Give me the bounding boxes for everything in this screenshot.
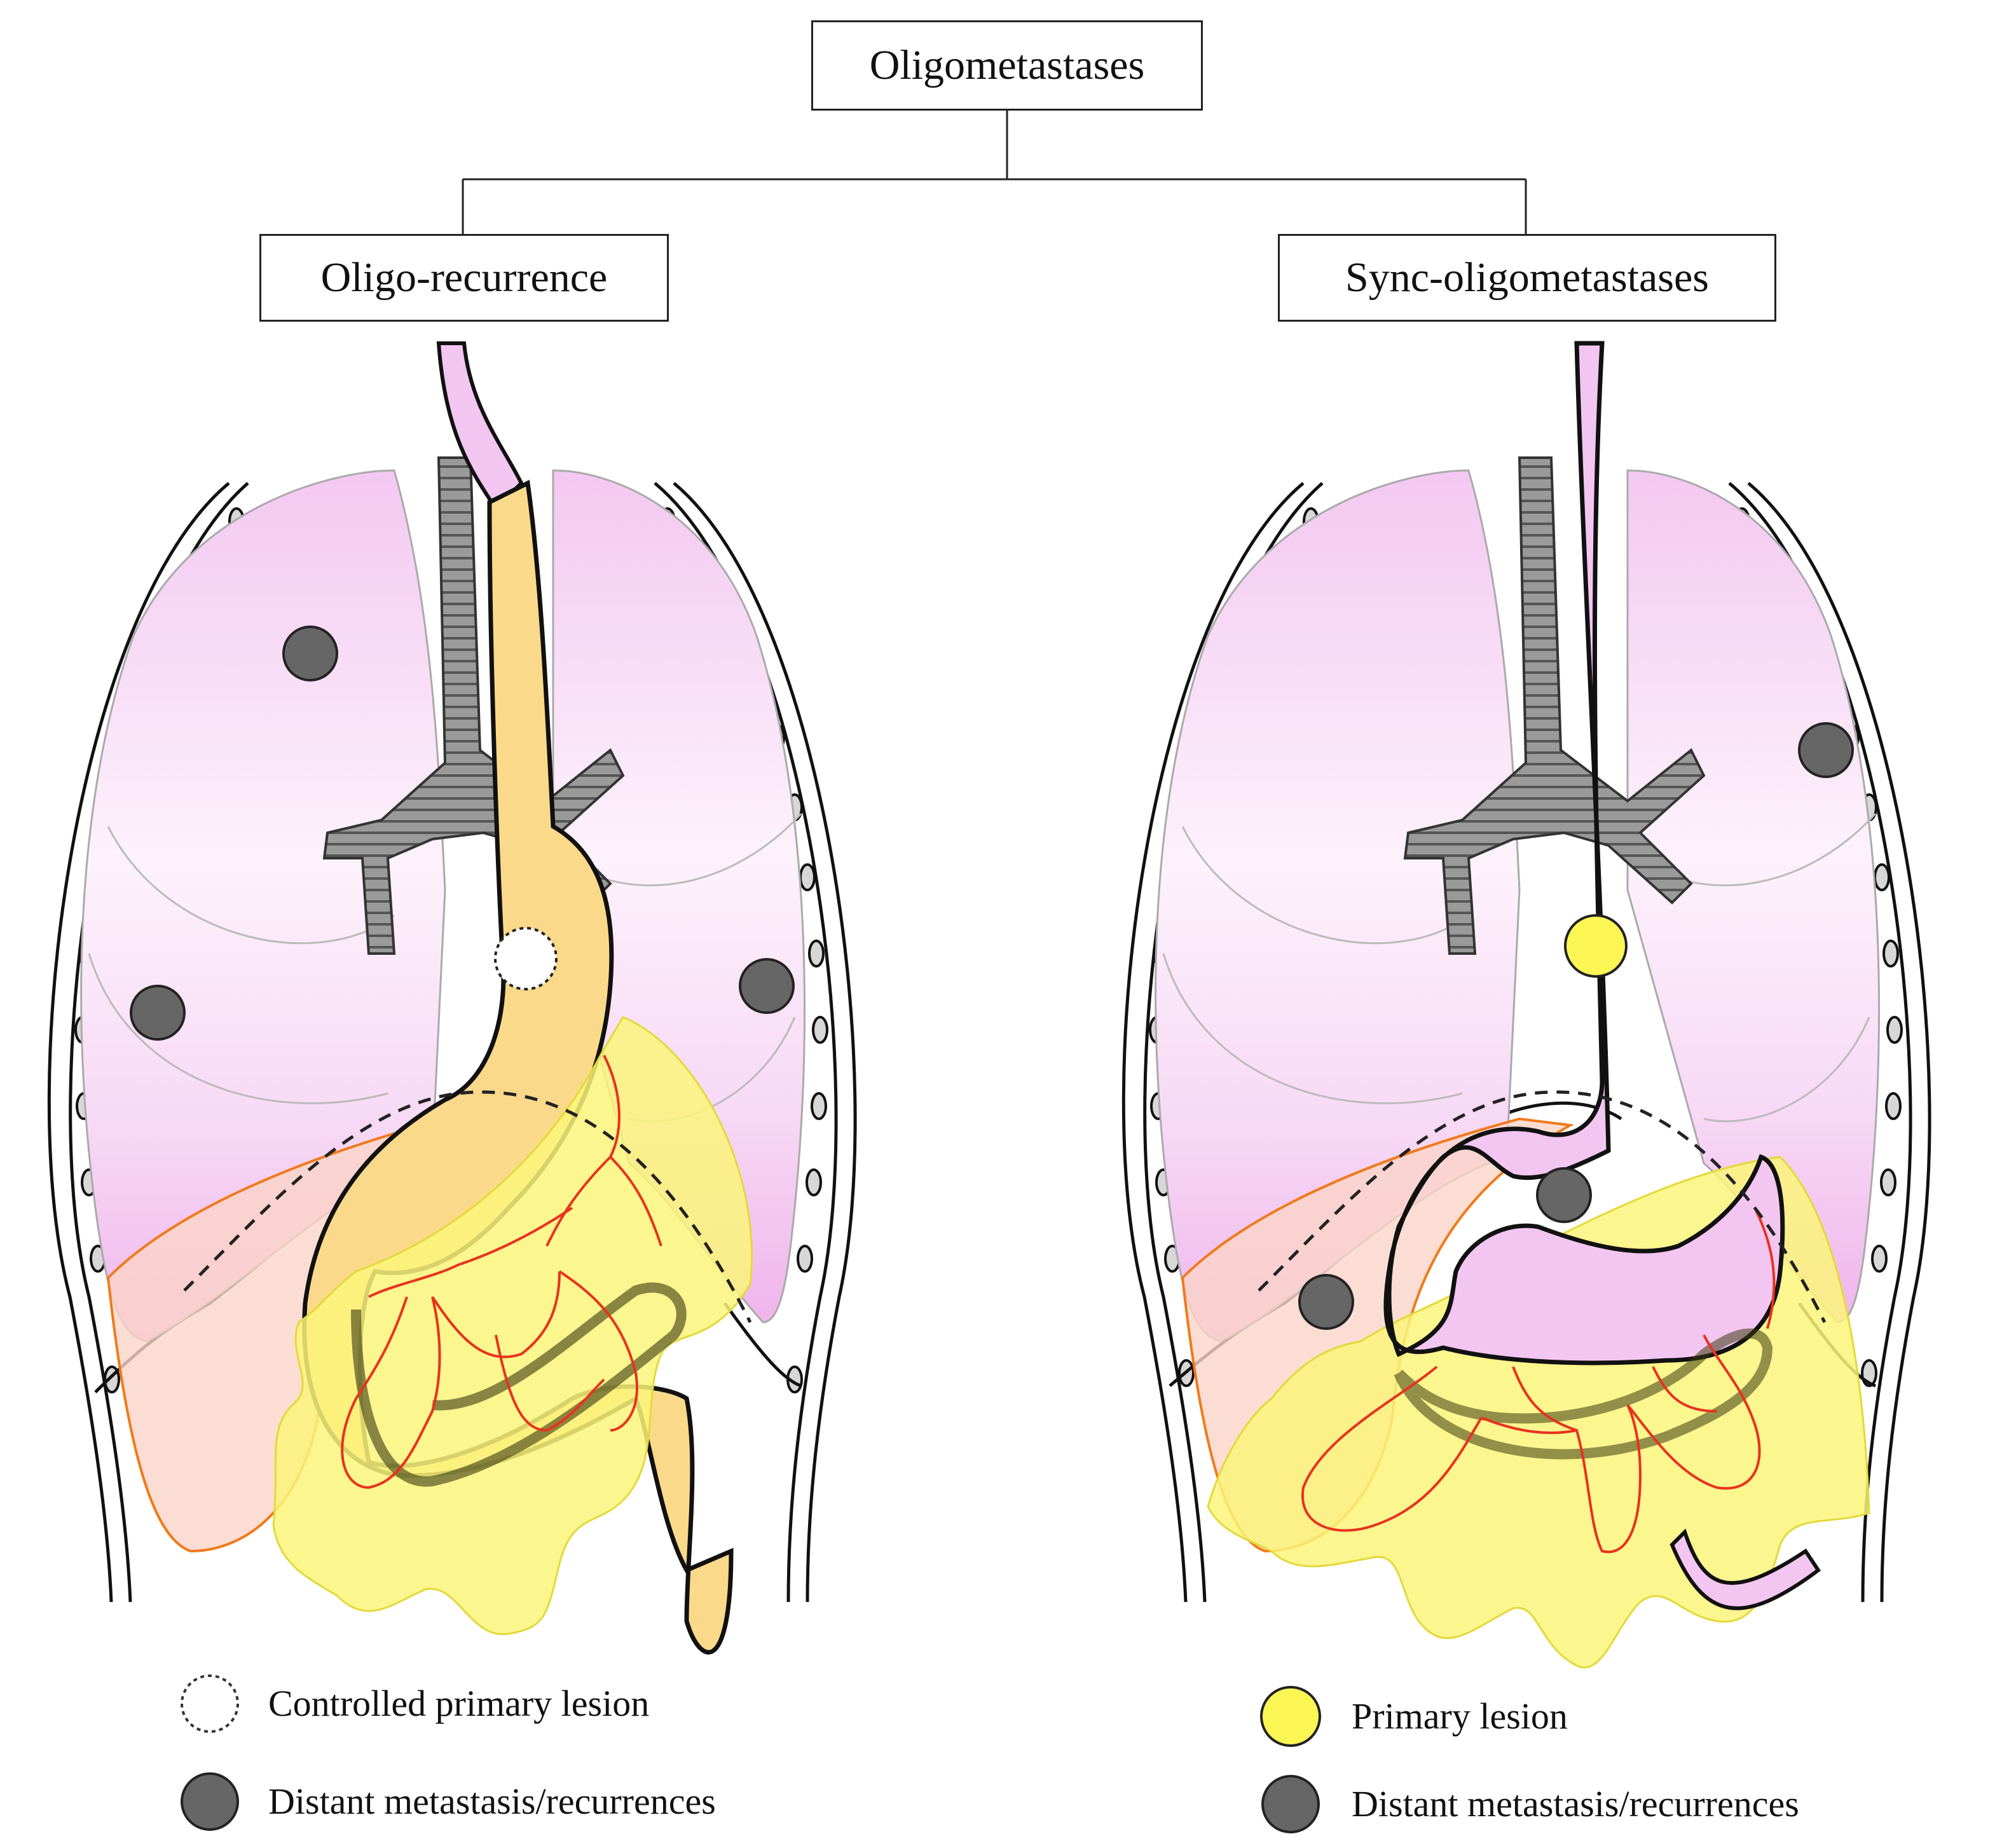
left-esophagus[interactable] <box>302 479 734 1655</box>
right-metastasis-lung[interactable] <box>1798 722 1854 778</box>
legend-primary-lesion-icon <box>1260 1686 1321 1747</box>
right-panel <box>1121 341 1931 1669</box>
legend-primary-lesion-label: Primary lesion <box>1352 1695 1568 1737</box>
tree-root-label: Oligometastases <box>869 42 1145 88</box>
tree-right-label: Sync-oligometastases <box>1345 254 1709 301</box>
primary-lesion-marker[interactable] <box>1564 914 1628 978</box>
right-metastasis-center[interactable] <box>1536 1167 1592 1223</box>
right-stomach[interactable] <box>1383 341 1785 1365</box>
left-diaphragm-dashed <box>183 1090 752 1324</box>
right-vessels <box>1301 1207 1776 1554</box>
legend-left-metastasis-icon <box>181 1772 239 1831</box>
left-panel <box>47 341 857 1655</box>
right-trachea <box>1403 456 1706 955</box>
right-metastasis-liver[interactable] <box>1298 1274 1354 1330</box>
left-omentum[interactable] <box>272 1016 753 1636</box>
legend-left-metastasis-label: Distant metastasis/recurrences <box>268 1781 716 1822</box>
left-metastasis-right[interactable] <box>739 958 795 1014</box>
tree-connectors <box>462 111 1527 234</box>
tree-right-box: Sync-oligometastases <box>1278 234 1776 322</box>
tree-left-box: Oligo-recurrence <box>259 234 669 322</box>
right-diaphragm-dashed <box>1258 1090 1827 1324</box>
legend-controlled-primary-icon <box>181 1674 239 1733</box>
right-stomach-tail <box>1670 1528 1821 1610</box>
right-lung-lobes <box>1162 812 1877 1123</box>
legend-controlled-primary-label: Controlled primary lesion <box>268 1683 650 1724</box>
left-diaphragm-right <box>723 1302 802 1388</box>
left-lung-lobes <box>88 812 802 1123</box>
left-stomach-outline <box>351 1282 687 1487</box>
controlled-primary-lesion-marker[interactable] <box>494 927 558 990</box>
tree-root-box: Oligometastases <box>811 20 1203 111</box>
legend-markers <box>181 1674 1321 1833</box>
left-metastasis-upper[interactable] <box>282 626 338 681</box>
legend-right-metastasis-icon <box>1261 1775 1320 1833</box>
left-metastasis-middle[interactable] <box>130 985 186 1041</box>
legend-right-metastasis-label: Distant metastasis/recurrences <box>1352 1783 1799 1824</box>
right-stomach-outline <box>1394 1328 1773 1460</box>
left-vessels <box>341 1055 662 1489</box>
tree-left-label: Oligo-recurrence <box>320 254 608 301</box>
